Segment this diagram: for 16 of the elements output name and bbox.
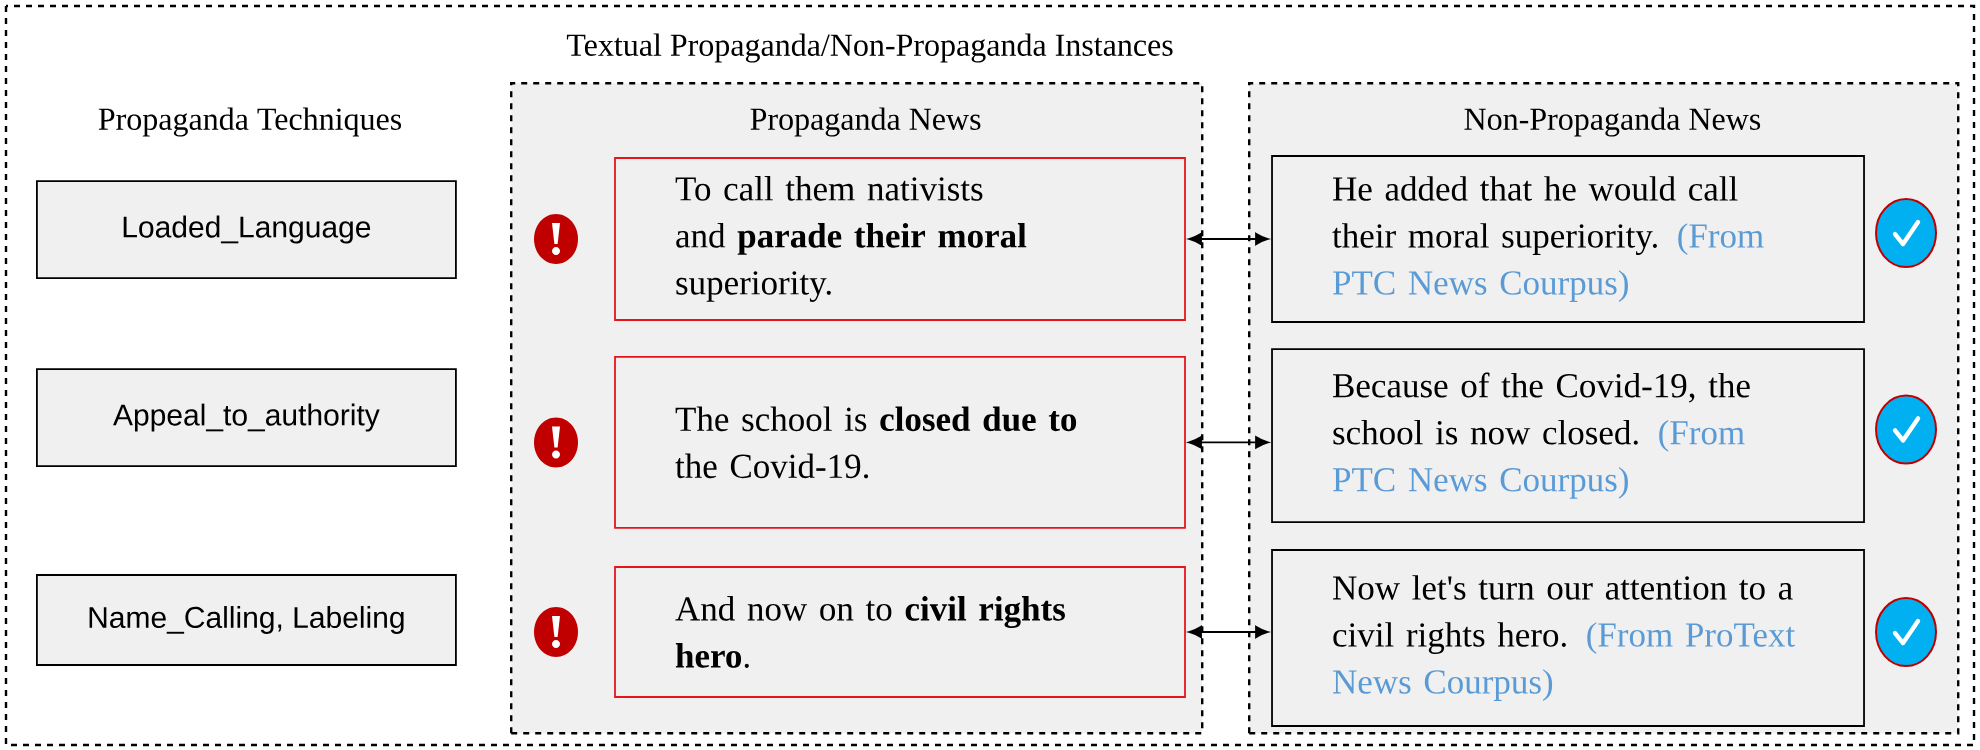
news-box: He added that he would call their moral superiority. (From PTC News Courpus) — [1271, 155, 1865, 323]
news-box: Now let's turn our attention to a civil rights hero. (From ProText News Courpus) — [1271, 549, 1865, 727]
arrow — [1188, 625, 1269, 639]
arrow — [1188, 232, 1269, 246]
section-heading: Propaganda Techniques — [98, 107, 402, 137]
propaganda-box: And now on to civil rights hero. — [614, 566, 1186, 698]
title: Textual Propaganda/Non-Propaganda Instances — [566, 33, 1173, 63]
panel-heading: Propaganda News — [750, 107, 981, 137]
panel-heading: Non-Propaganda News — [1464, 107, 1761, 137]
technique-box: Appeal_to_authority — [36, 368, 457, 467]
arrow — [1188, 436, 1269, 449]
news-box: Because of the Covid-19, the school is now closed. (From PTC News Courpus) — [1271, 348, 1865, 523]
propaganda-box: To call them nativists and parade their moral superiority. — [614, 157, 1186, 321]
propaganda-box: The school is closed due to the Covid-19. — [614, 356, 1186, 529]
technique-box: Loaded_Language — [36, 180, 457, 279]
technique-box: Name_Calling, Labeling — [36, 574, 457, 666]
